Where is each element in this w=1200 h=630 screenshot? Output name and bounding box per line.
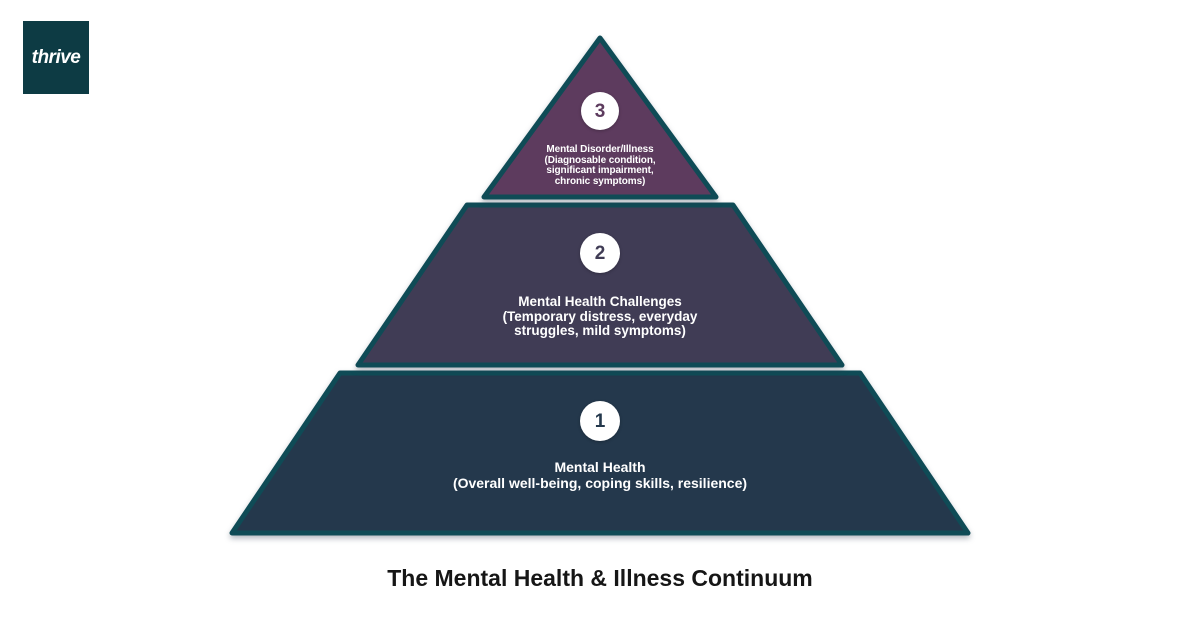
tier-2-number-badge: 2 <box>580 233 620 273</box>
tier-1-label: Mental Health (Overall well-being, copin… <box>452 459 748 491</box>
pyramid-tier-1-shape <box>229 370 971 536</box>
tier-3-number: 3 <box>594 100 606 122</box>
tier-3-number-badge: 3 <box>581 92 619 130</box>
tier-1-number-badge: 1 <box>580 401 620 441</box>
thrive-logo-text: thrive <box>31 46 81 68</box>
tier-2-label: Mental Health Challenges (Temporary dist… <box>502 294 698 338</box>
pyramid-tier-2-shape <box>355 202 845 368</box>
thrive-logo: thrive <box>23 21 89 94</box>
diagram-title: The Mental Health & Illness Continuum <box>387 565 813 591</box>
tier-1-number: 1 <box>594 410 606 432</box>
tier-2-number: 2 <box>594 242 606 264</box>
tier-3-label: Mental Disorder/Illness (Diagnosable con… <box>544 144 656 187</box>
